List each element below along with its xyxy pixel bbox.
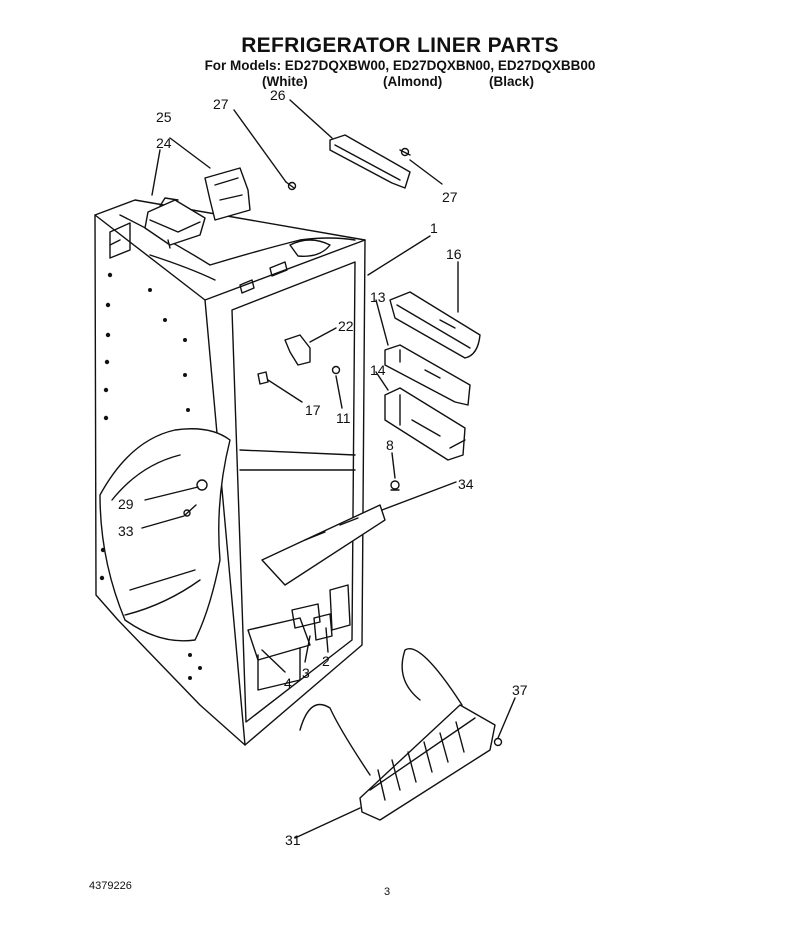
color-white: (White) (262, 74, 308, 89)
callout-29: 29 (118, 496, 134, 512)
part-26-channel (329, 134, 411, 189)
callout-14: 14 (370, 362, 386, 378)
color-black: (Black) (489, 74, 535, 89)
callout-25: 25 (156, 109, 172, 125)
callout-17: 17 (305, 402, 321, 418)
part-11-screw (331, 365, 341, 375)
callout-2: 2 (322, 653, 330, 669)
callout-11: 11 (336, 410, 351, 426)
leader-lines (141, 99, 516, 839)
part-25-bracket (204, 167, 251, 221)
callout-24: 24 (156, 135, 172, 151)
models-line: For Models: ED27DQXBW00, ED27DQXBN00, ED… (204, 58, 596, 73)
callout-37: 37 (512, 682, 528, 698)
part-37-screw (493, 737, 503, 747)
callout-22: 22 (338, 318, 354, 334)
part-17-clip (257, 371, 269, 385)
part-16-cover (389, 291, 481, 359)
callout-26: 26 (270, 87, 286, 103)
part-8-screw (390, 480, 400, 491)
page-title: REFRIGERATOR LINER PARTS (241, 34, 559, 57)
part-24-light-housing (144, 197, 206, 249)
page-number: 3 (384, 886, 391, 898)
callout-27b: 27 (442, 189, 458, 205)
callout-4: 4 (284, 675, 292, 691)
color-almond: (Almond) (383, 74, 443, 89)
part-34-trim (261, 504, 386, 586)
callout-31: 31 (285, 832, 301, 848)
part-29-shelf-support (196, 479, 208, 491)
part-13-housing (384, 344, 471, 406)
part-33-screw (183, 504, 197, 517)
part-27-screws (285, 147, 411, 191)
part-31-heater (299, 648, 496, 821)
callout-27a: 27 (213, 96, 229, 112)
part-22-bracket (284, 334, 311, 366)
callout-16: 16 (446, 246, 462, 262)
part-14-control-box (384, 387, 466, 461)
callout-33: 33 (118, 523, 134, 539)
callout-34: 34 (458, 476, 474, 492)
callout-1: 1 (430, 220, 438, 236)
callout-3: 3 (302, 665, 310, 681)
document-number: 4379226 (89, 880, 132, 892)
callout-8: 8 (386, 437, 394, 453)
callout-13: 13 (370, 289, 386, 305)
